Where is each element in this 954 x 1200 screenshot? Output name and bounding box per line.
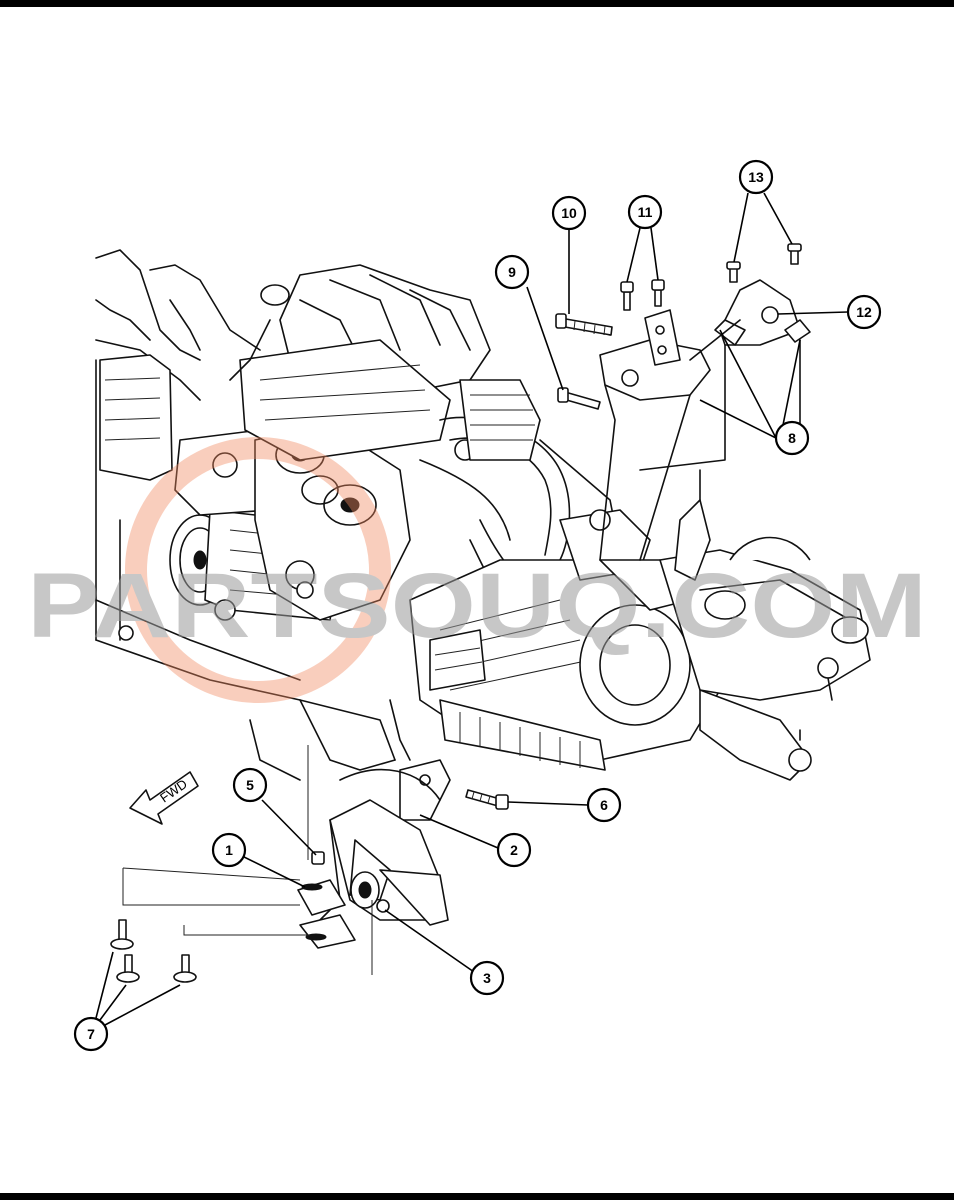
callout-9-label: 9 — [508, 264, 516, 280]
callout-3-label: 3 — [483, 970, 491, 986]
callout-6-label: 6 — [600, 797, 608, 813]
crossmember — [659, 469, 871, 781]
callout-1: 1 — [211, 832, 247, 868]
watermark-text: PARTSOUQ.COM — [27, 555, 927, 657]
callout-11-label: 11 — [638, 204, 653, 220]
callout-10: 10 — [551, 195, 587, 231]
callout-10-label: 10 — [561, 205, 577, 221]
callout-13-label: 13 — [748, 169, 764, 185]
callout-7: 7 — [73, 1016, 109, 1052]
callout-2-label: 2 — [510, 842, 518, 858]
watermark: PARTSOUQ.COM — [27, 437, 927, 703]
bottom-border — [0, 1193, 954, 1200]
engine-line-art — [95, 243, 871, 983]
callout-12-label: 12 — [856, 304, 872, 320]
callout-1-label: 1 — [225, 842, 233, 858]
transaxle — [409, 509, 721, 771]
rear-mount-bracket — [555, 279, 711, 561]
front-mount — [110, 699, 509, 983]
callouts: 1 2 3 5 6 7 8 9 — [73, 159, 882, 1052]
callout-8-label: 8 — [788, 430, 796, 446]
callout-3: 3 — [469, 960, 505, 996]
callout-8: 8 — [774, 420, 810, 456]
intake-manifold — [229, 264, 491, 461]
callout-2: 2 — [496, 832, 532, 868]
top-border — [0, 0, 954, 7]
callout-6: 6 — [586, 787, 622, 823]
callout-11: 11 — [627, 194, 663, 230]
callout-13: 13 — [738, 159, 774, 195]
callout-9: 9 — [494, 254, 530, 290]
callout-5: 5 — [232, 767, 268, 803]
front-frame — [95, 249, 396, 781]
callout-5-label: 5 — [246, 777, 254, 793]
watermark-ring — [125, 437, 391, 703]
callout-12: 12 — [846, 294, 882, 330]
callout-7-label: 7 — [87, 1026, 95, 1042]
leader-lines — [95, 192, 849, 1026]
fwd-direction-arrow: FWD — [129, 771, 199, 825]
